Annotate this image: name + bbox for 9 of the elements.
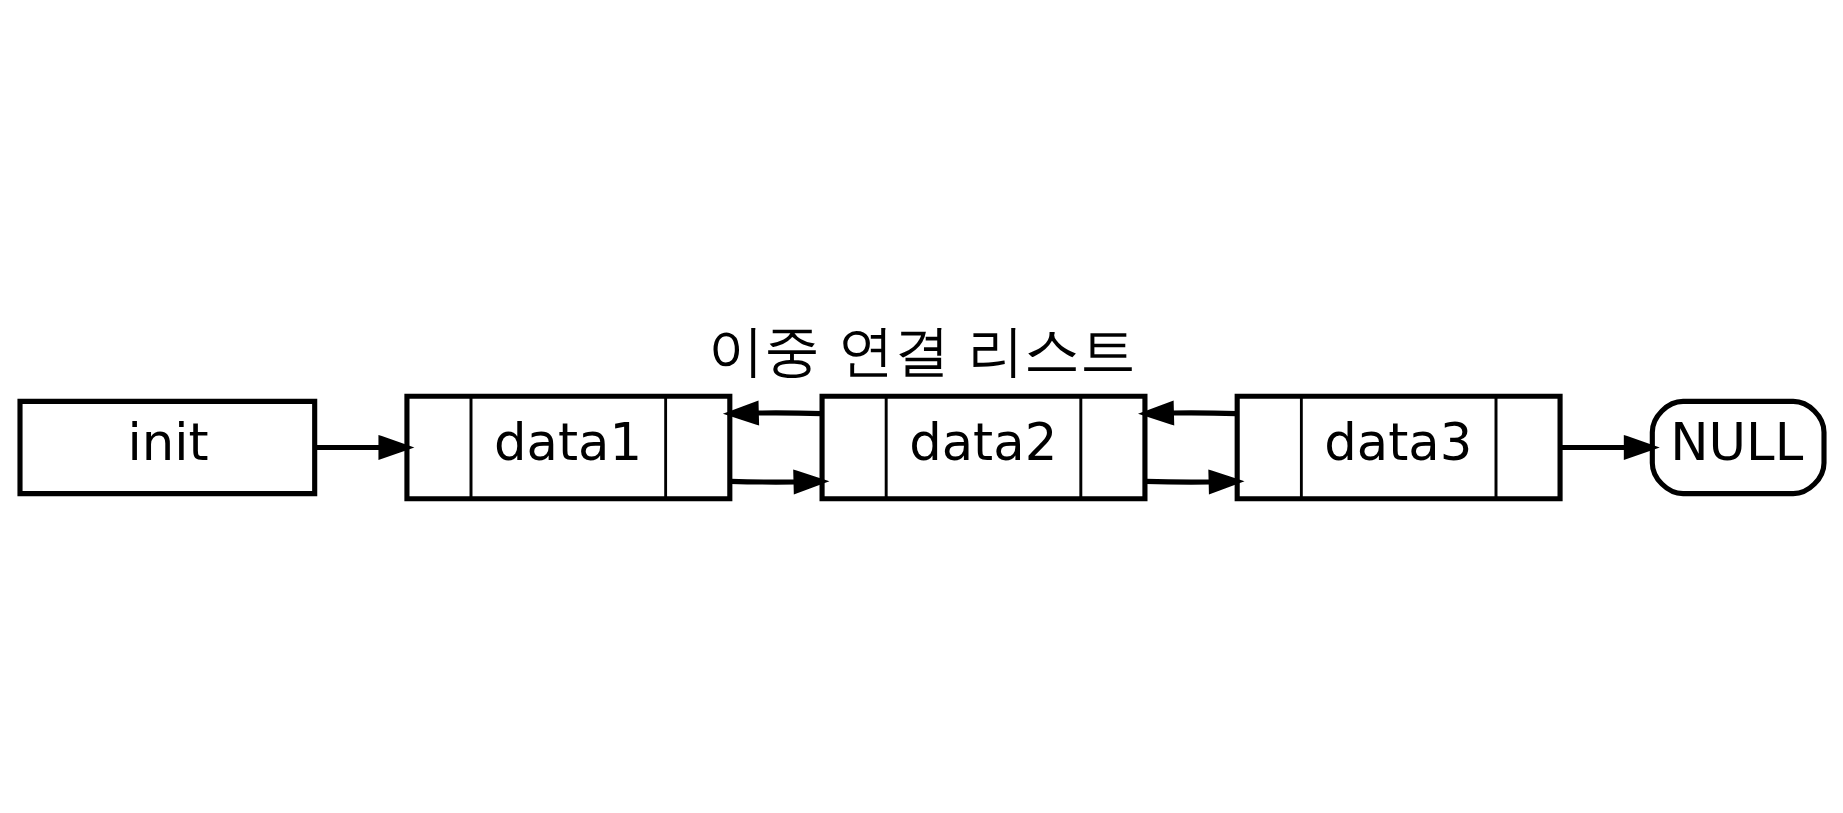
- arrow: [1145, 469, 1245, 495]
- arrow: [722, 400, 822, 426]
- arrow: [730, 469, 829, 495]
- arrow: [314, 434, 414, 461]
- diagram-title: 이중 연결 리스트: [707, 317, 1136, 383]
- node-box: init: [16, 398, 317, 497]
- arrow: [1137, 400, 1237, 426]
- arrow: [1560, 434, 1660, 461]
- node-box: NULL: [1649, 398, 1827, 497]
